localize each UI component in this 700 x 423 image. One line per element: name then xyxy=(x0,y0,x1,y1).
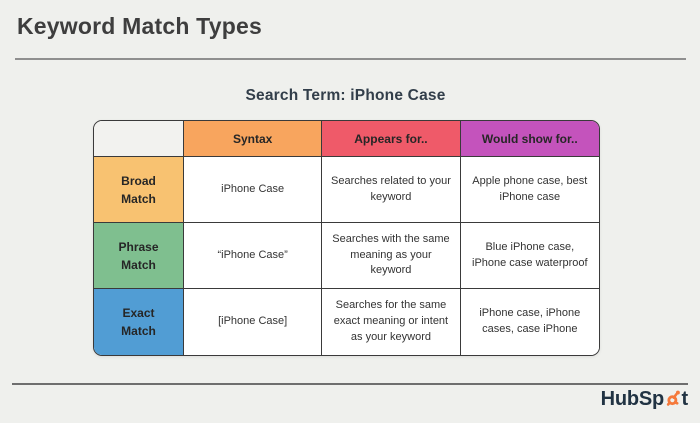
broad-match-would-show-for: Apple phone case, best iPhone case xyxy=(460,157,599,223)
table-corner-cell xyxy=(94,121,184,157)
keyword-match-table: Syntax Appears for.. Would show for.. Br… xyxy=(93,120,600,356)
brand-text-start: HubSp xyxy=(600,388,665,410)
search-term-heading: Search Term: iPhone Case xyxy=(245,87,446,104)
brand-text-end: t xyxy=(681,388,689,410)
column-header-would-show-for: Would show for.. xyxy=(460,121,599,157)
column-header-syntax: Syntax xyxy=(184,121,323,157)
row-label-phrase-match: Phrase Match xyxy=(94,223,184,289)
top-divider xyxy=(15,58,686,60)
exact-match-would-show-for: iPhone case, iPhone cases, case iPhone xyxy=(460,289,599,355)
broad-match-appears-for: Searches related to your keyword xyxy=(322,157,461,223)
hubspot-logo: HubSp t xyxy=(600,388,689,411)
row-label-text: Exact Match xyxy=(121,306,156,338)
row-label-exact-match: Exact Match xyxy=(94,289,184,355)
hubspot-sprocket-icon xyxy=(666,390,680,406)
phrase-match-syntax: “iPhone Case” xyxy=(184,223,323,289)
exact-match-appears-for: Searches for the same exact meaning or i… xyxy=(322,289,461,355)
exact-match-syntax: [iPhone Case] xyxy=(184,289,323,355)
row-label-broad-match: Broad Match xyxy=(94,157,184,223)
broad-match-syntax: iPhone Case xyxy=(184,157,323,223)
phrase-match-would-show-for: Blue iPhone case, iPhone case waterproof xyxy=(460,223,599,289)
phrase-match-appears-for: Searches with the same meaning as your k… xyxy=(322,223,461,289)
row-label-text: Phrase Match xyxy=(118,239,159,272)
column-header-appears-for: Appears for.. xyxy=(322,121,461,157)
row-label-text: Broad Match xyxy=(121,173,156,206)
page-title: Keyword Match Types xyxy=(17,13,262,39)
bottom-divider xyxy=(12,383,688,385)
